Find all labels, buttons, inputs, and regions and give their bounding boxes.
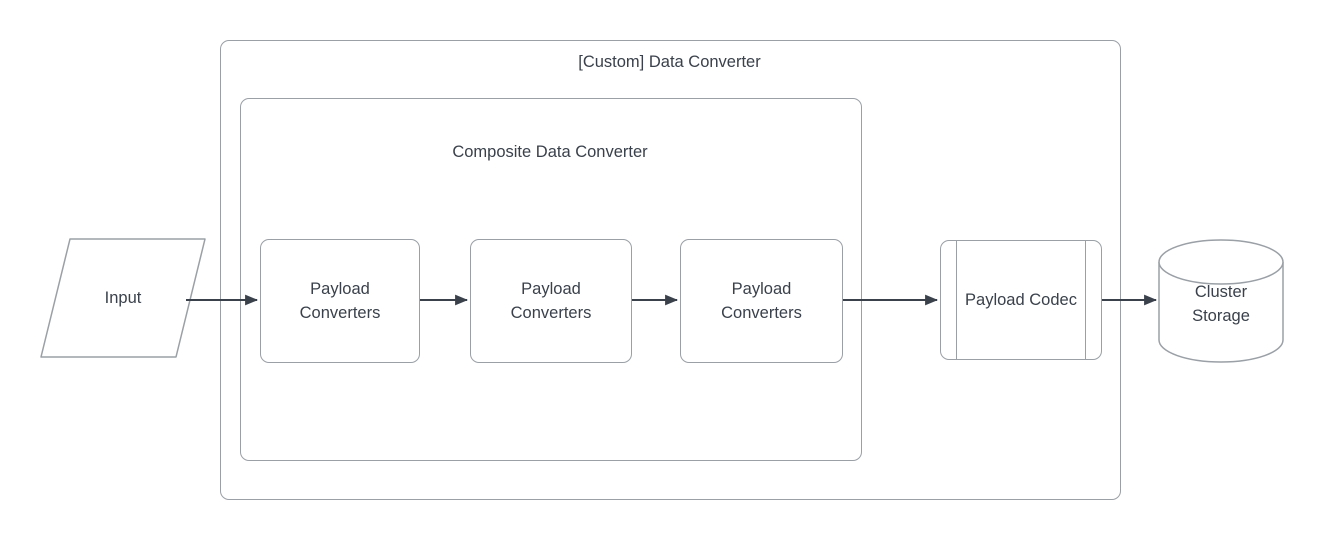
payload-converters-label-3: Payload Converters xyxy=(721,280,802,322)
composite-data-converter-container xyxy=(240,98,862,461)
input-parallelogram-shape xyxy=(40,238,206,358)
codec-inner-line-left xyxy=(956,241,957,359)
payload-converters-node-1: Payload Converters xyxy=(260,239,420,363)
custom-data-converter-container xyxy=(220,40,1121,500)
cluster-storage-label: Cluster Storage xyxy=(1192,283,1250,325)
payload-converters-node-3: Payload Converters xyxy=(680,239,843,363)
payload-converters-label-2: Payload Converters xyxy=(510,280,592,322)
input-label: Input xyxy=(104,289,142,307)
payload-codec-node: Payload Codec xyxy=(940,240,1102,360)
custom-data-converter-title: [Custom] Data Converter xyxy=(578,53,761,71)
payload-codec-label: Payload Codec xyxy=(965,291,1077,309)
input-node: Input xyxy=(41,239,205,357)
payload-converters-node-2: Payload Converters xyxy=(470,239,632,363)
cluster-storage-cylinder-top xyxy=(1158,239,1284,285)
codec-inner-line-right xyxy=(1085,241,1086,359)
composite-data-converter-title: Composite Data Converter xyxy=(452,143,648,161)
payload-converters-label-1: Payload Converters xyxy=(299,280,381,322)
cluster-storage-node: Cluster Storage xyxy=(1159,246,1283,362)
cluster-storage-cylinder-body xyxy=(1158,262,1284,363)
